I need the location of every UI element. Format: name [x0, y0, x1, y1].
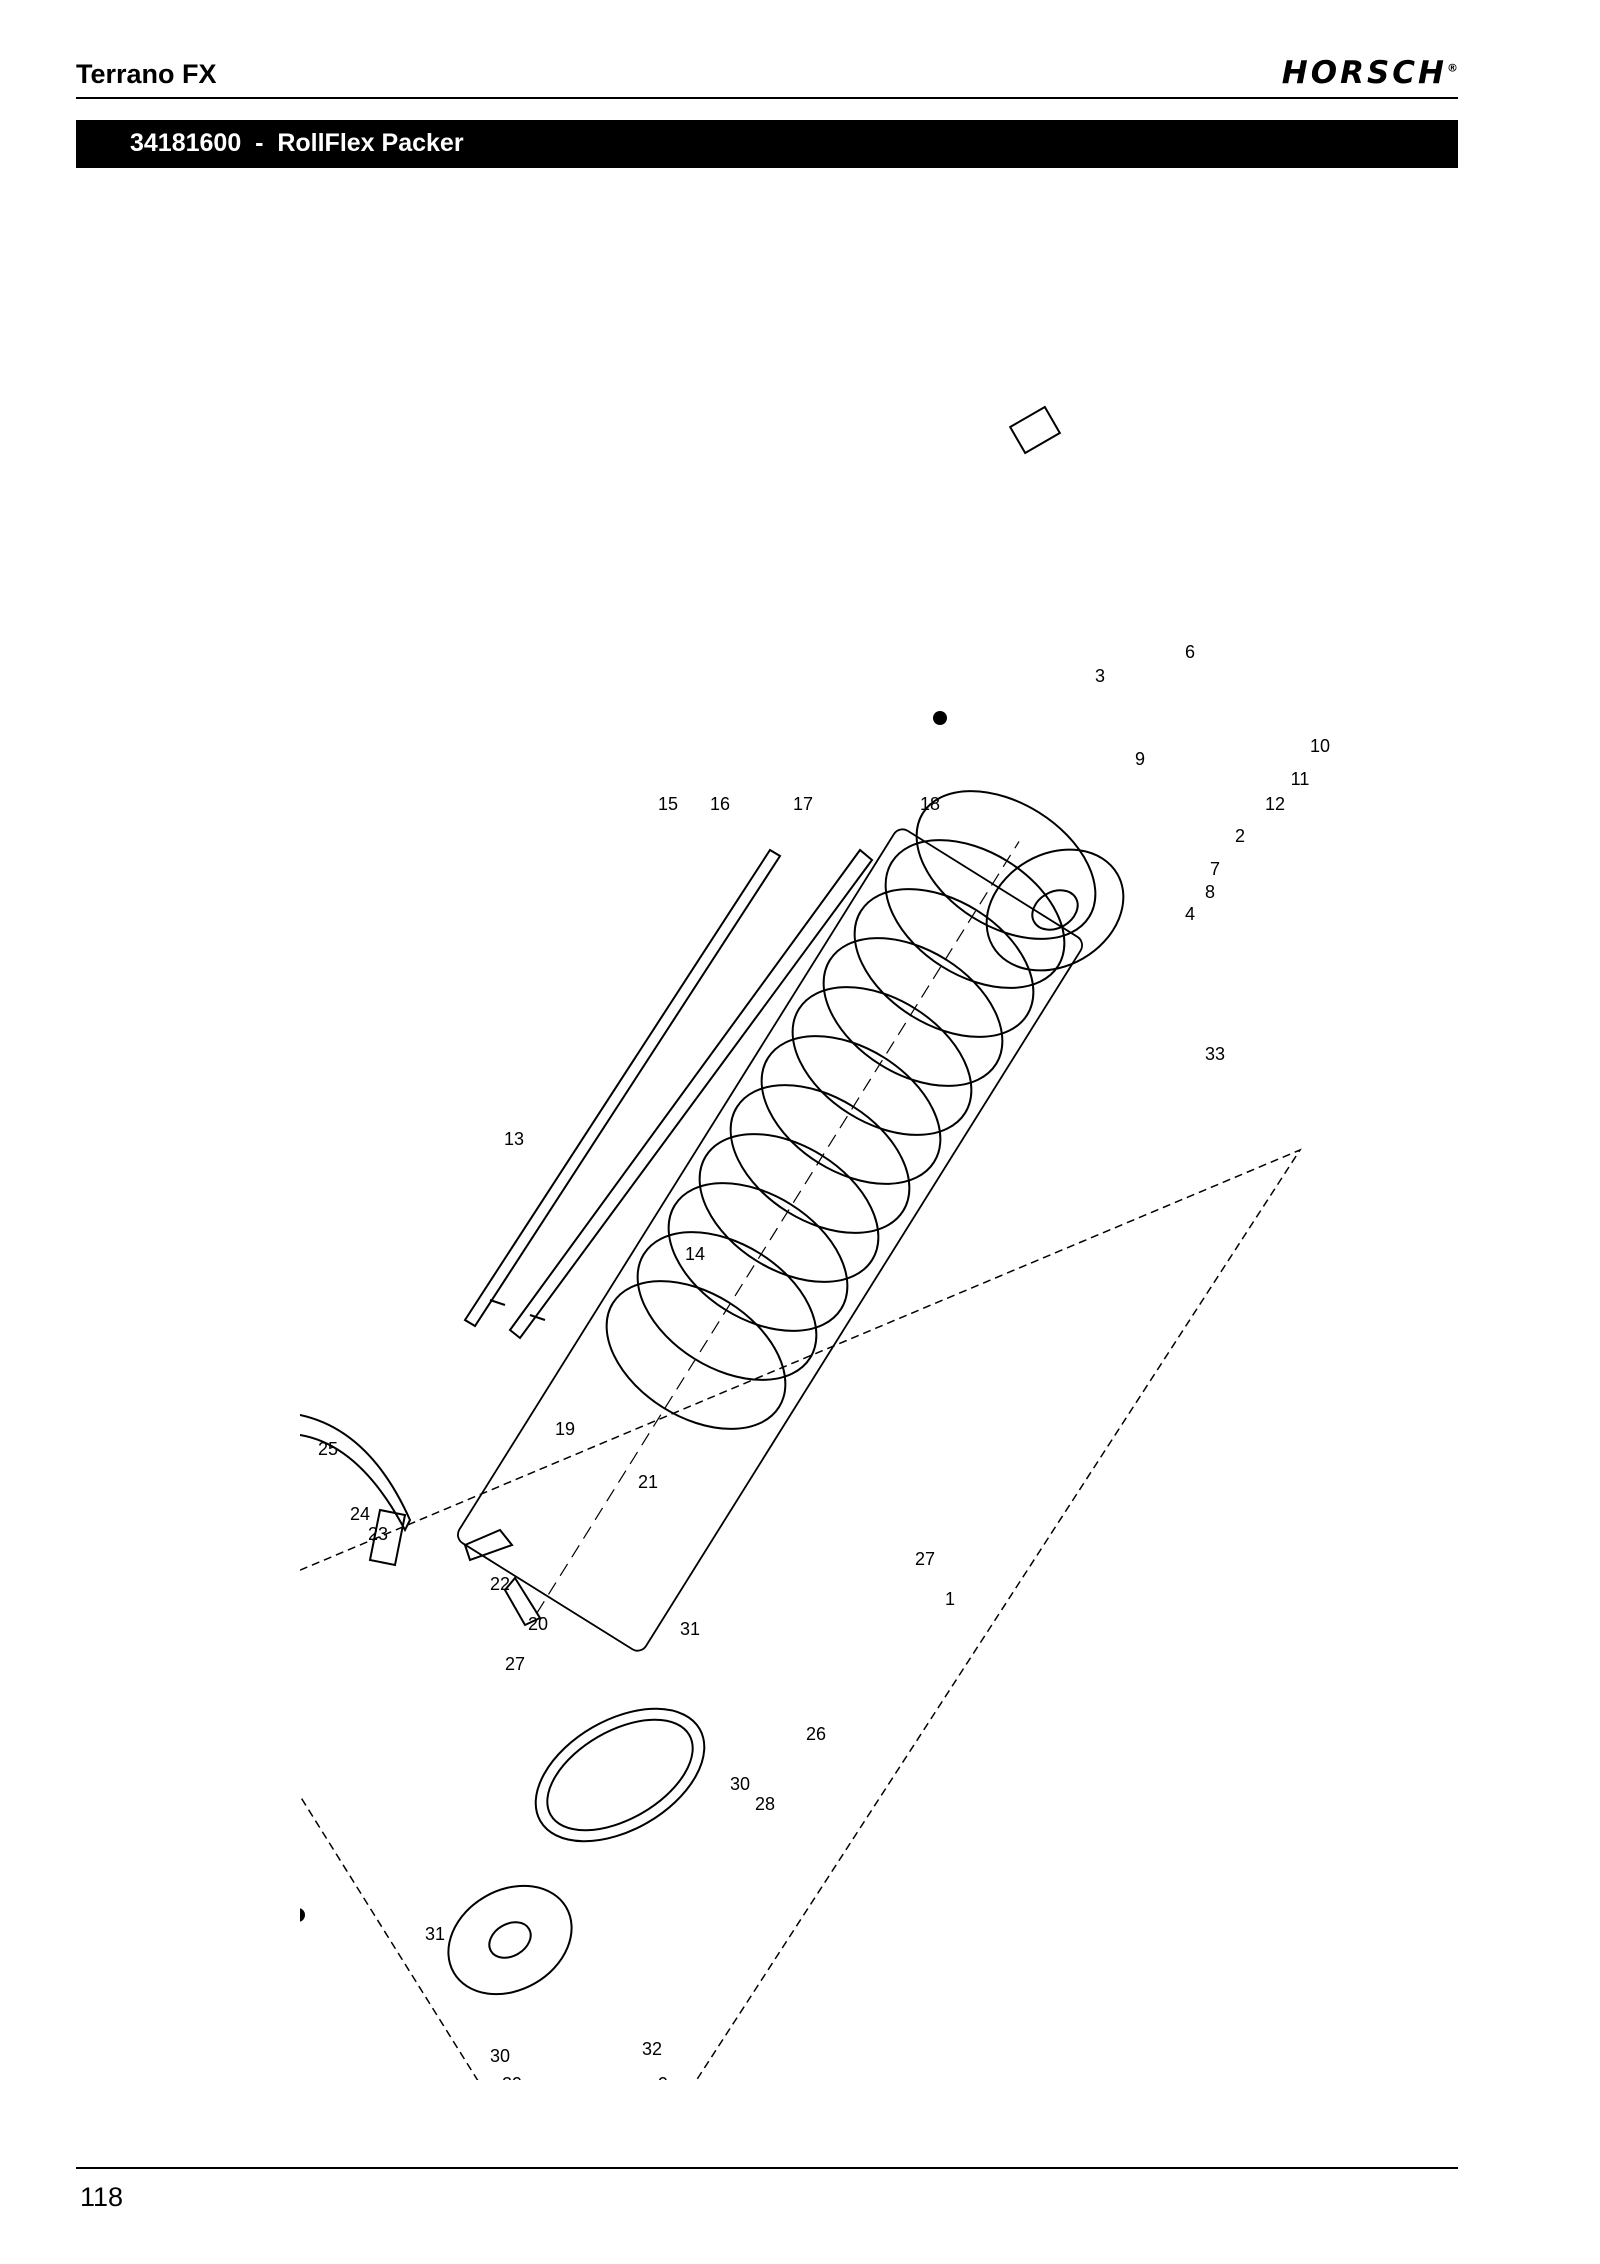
callout-27: 27: [505, 1654, 525, 1674]
brand-logo: HORSCH®: [1282, 55, 1458, 91]
brand-name: HORSCH: [1281, 55, 1447, 91]
callout-6: 6: [1185, 642, 1195, 662]
callout-20: 20: [528, 1614, 548, 1634]
frame-rail-13: [463, 848, 782, 1328]
callout-9: 9: [658, 2074, 668, 2080]
bearing-nut-lower: [291, 1908, 305, 1922]
exploded-parts-drawing: 1 2 2 3 3 4 4 5 6 7 7 8 8 9 9 10 10 11 1…: [188, 320, 1350, 2259]
parts-diagram: 1 2 2 3 3 4 4 5 6 7 7 8 8 9 9 10 10 11 1…: [188, 405, 1330, 2259]
callout-28: 28: [755, 1794, 775, 1814]
callout-26: 26: [806, 1724, 826, 1744]
section-title: 34181600 - RollFlex Packer: [130, 129, 464, 157]
callout-31: 31: [680, 1619, 700, 1639]
callout-3: 3: [1095, 666, 1105, 686]
callout-11: 11: [1291, 769, 1310, 789]
callout-19: 19: [555, 1419, 575, 1439]
callout-22: 22: [490, 1574, 510, 1594]
footer-rule: [76, 2167, 1458, 2169]
bearing-nut: [933, 711, 947, 725]
roller-drum: [457, 828, 1083, 1652]
scraper-arm-19: [249, 1414, 412, 1533]
callout-16: 16: [710, 794, 730, 814]
callout-33: 33: [1205, 1044, 1225, 1064]
callout-10: 10: [1310, 736, 1330, 756]
callout-12: 12: [1265, 794, 1285, 814]
flange-bearing-top: [1008, 405, 1062, 455]
model-name: Terrano FX: [76, 59, 217, 89]
section-title-bar: 34181600 - RollFlex Packer: [76, 120, 1458, 168]
ring-segment-27: [534, 1707, 706, 1843]
frame-rail-14: [508, 848, 874, 1340]
callout-15: 15: [658, 794, 678, 814]
callout-24: 24: [350, 1504, 370, 1524]
scraper-tine: [463, 1528, 514, 1562]
page-number: 118: [80, 2182, 124, 2212]
callout-17: 17: [793, 794, 813, 814]
callout-2: 2: [1235, 826, 1245, 846]
callout-1: 1: [945, 1589, 955, 1609]
callout-9: 9: [1135, 749, 1145, 769]
header-rule: [76, 97, 1458, 99]
end-disc-33: [985, 848, 1125, 972]
callout-30: 30: [730, 1774, 750, 1794]
callout-30: 30: [490, 2046, 510, 2066]
clamp-20: [368, 1508, 407, 1567]
scraper-tine: [503, 1576, 542, 1627]
callout-8: 8: [1205, 882, 1215, 902]
callout-18: 18: [920, 794, 940, 814]
callout-23: 23: [368, 1524, 388, 1544]
callout-4: 4: [1185, 904, 1195, 924]
callout-3: 3: [605, 2079, 615, 2080]
roller-rings: [605, 790, 1097, 1430]
callout-7: 7: [1210, 859, 1220, 879]
registered-mark: ®: [1447, 61, 1458, 75]
callout-14: 14: [685, 1244, 705, 1264]
callout-13: 13: [504, 1129, 524, 1149]
page-header: Terrano FX HORSCH®: [76, 55, 1458, 95]
callout-25: 25: [318, 1439, 338, 1459]
callout-21: 21: [638, 1472, 658, 1492]
end-disc-32: [447, 1884, 573, 1996]
callout-29: 29: [502, 2074, 522, 2080]
callout-32: 32: [642, 2039, 662, 2059]
callout-27: 27: [915, 1549, 935, 1569]
callout-31: 31: [425, 1924, 445, 1944]
